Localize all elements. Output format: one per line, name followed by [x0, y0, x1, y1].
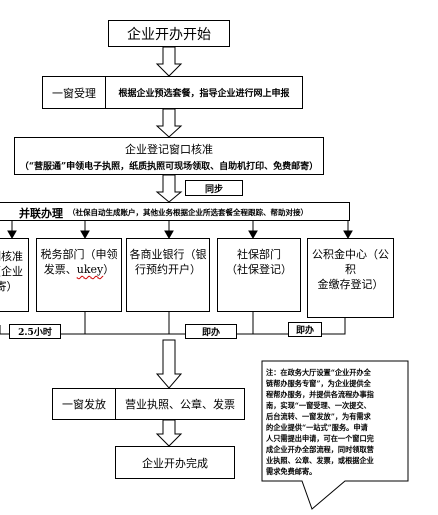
column-tax-ukey: ukey — [76, 263, 104, 276]
sync-tag-1: 同步 — [185, 180, 243, 196]
note-line: 成企业开办全部流程，同时领取营 — [266, 445, 374, 454]
column-seal-line2: （企业 — [0, 265, 23, 278]
note-text: 注：在政务大厅设置“企业开办全 链帮办服务专窗”，为企业提供全 程帮办服务，并提… — [266, 367, 406, 477]
column-fund: 公积金中心（公积 金缴存登记） — [307, 238, 394, 318]
acceptance-box: 一窗受理 根据企业预选套餐，指导企业进行网上申报 — [42, 76, 303, 109]
parallel-label: 并联办理 — [19, 207, 63, 220]
column-bank-line1: 各商业银行（银 — [129, 248, 207, 261]
column-social-line2: （社保登记） — [226, 263, 292, 276]
column-tax-line2a: 发票、 — [43, 263, 77, 276]
end-box: 企业开办完成 — [115, 446, 235, 479]
time-tag: 2.5小时 — [9, 324, 61, 339]
issuance-label: 一窗发放 — [62, 398, 106, 411]
note-line: 链帮办服务专窗”，为企业提供全 — [266, 379, 371, 388]
column-tax-line2c: ） — [103, 263, 115, 276]
sync-tag-2-label: 即办 — [201, 328, 220, 338]
column-fund-line1: 公积金中心（公积 — [312, 248, 389, 276]
arrow-down-2 — [155, 108, 183, 138]
note-callout-shape — [261, 360, 409, 510]
arrow-down-3 — [155, 174, 183, 203]
sync-tag-3-label: 即办 — [295, 326, 314, 336]
column-seal-line1: 刻核准 — [0, 250, 23, 263]
start-box: 企业开办开始 — [108, 20, 230, 47]
note-line: 南，实现“一窗受理、一次提交、 — [266, 401, 371, 410]
note-line: 业执照、公章、发票，或根据企业 — [266, 456, 374, 465]
registration-box: 企业登记窗口核准 （“营服通”申领电子执照，纸质执照可现场领取、自助机打印、免费… — [14, 137, 324, 175]
registration-subtitle: （“营服通”申领电子执照，纸质执照可现场领取、自助机打印、免费邮寄） — [19, 162, 319, 172]
issuance-desc: 营业执照、公章、发票 — [125, 398, 235, 411]
column-tax: 税务部门（申领 发票、ukey） — [36, 238, 122, 312]
column-social: 社保部门 （社保登记） — [217, 238, 301, 312]
end-label: 企业开办完成 — [142, 456, 208, 470]
registration-title: 企业登记窗口核准 — [125, 143, 213, 156]
acceptance-desc-cell: 根据企业预选套餐，指导企业进行网上申报 — [106, 77, 302, 108]
acceptance-label: 一窗受理 — [52, 86, 96, 100]
sync-tag-2: 即办 — [185, 324, 237, 339]
note-line: 后台流转、一窗发放”，为有需求 — [266, 412, 371, 421]
arrow-down-5 — [155, 419, 183, 447]
arrow-down-4 — [155, 339, 183, 389]
note-line: 需求免费邮寄。 — [266, 467, 317, 476]
acceptance-label-cell: 一窗受理 — [43, 77, 106, 108]
parallel-desc: （社保自动生成账户，其他业务根据企业所选套餐全程跟踪、帮助对接） — [68, 208, 308, 217]
parallel-box: 并联办理 （社保自动生成账户，其他业务根据企业所选套餐全程跟踪、帮助对接） — [0, 202, 350, 221]
column-social-line1: 社保部门 — [237, 248, 281, 261]
column-seal: 刻核准 （企业 寄） — [0, 238, 29, 312]
issuance-desc-cell: 营业执照、公章、发票 — [116, 389, 244, 419]
issuance-label-cell: 一窗发放 — [53, 389, 116, 419]
column-seal-line3: 寄） — [0, 280, 18, 293]
column-fund-line2: 金缴存登记） — [317, 278, 384, 291]
start-label: 企业开办开始 — [127, 26, 211, 43]
acceptance-desc: 根据企业预选套餐，指导企业进行网上申报 — [118, 89, 290, 99]
note-line: 程帮办服务，并提供各流程办事指 — [266, 390, 374, 399]
note-line: 人只需提出申请，可在一个窗口完 — [266, 434, 374, 443]
time-tag-label: 2.5小时 — [18, 328, 52, 338]
note-line: 的企业提供“一站式”服务。申请 — [266, 423, 368, 432]
column-bank-line2: 行预约开户） — [135, 263, 201, 276]
arrow-down-1 — [155, 46, 183, 77]
sync-tag-1-label: 同步 — [204, 184, 223, 195]
issuance-box: 一窗发放 营业执照、公章、发票 — [52, 388, 245, 420]
sync-tag-3: 即办 — [288, 322, 322, 337]
column-tax-line1: 税务部门（申领 — [40, 248, 118, 261]
note-line: 注：在政务大厅设置“企业开办全 — [266, 368, 371, 377]
column-bank: 各商业银行（银 行预约开户） — [126, 238, 210, 312]
